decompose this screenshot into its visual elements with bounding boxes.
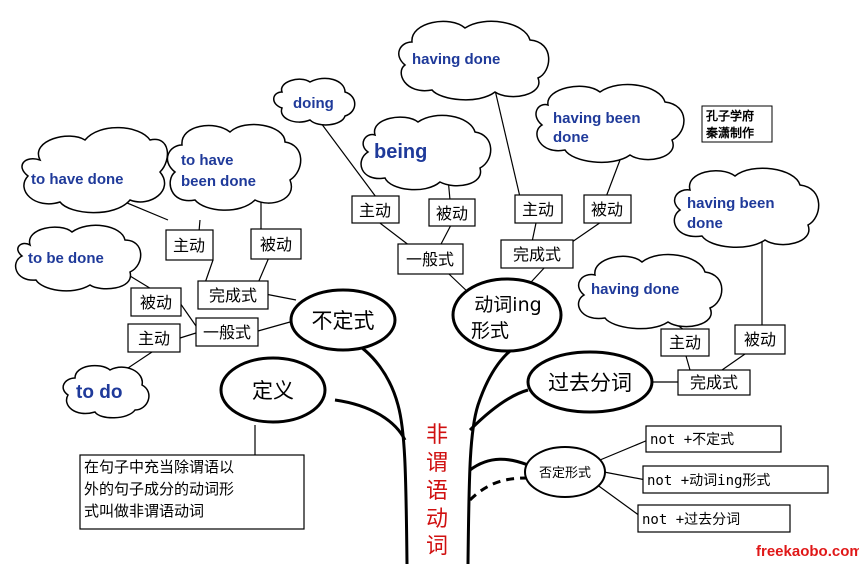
cloud-text: done (687, 215, 723, 232)
label-passive: 被动 (140, 293, 172, 312)
label-active: 主动 (522, 200, 554, 219)
trunk-char: 语 (426, 479, 448, 504)
label-active: 主动 (173, 236, 205, 255)
label-box-texts: 主动 被动 完成式 一般式 被动 主动 主动 被动 一般式 主动 被动 完成式 … (138, 200, 776, 392)
watermark: freekaobo.com (756, 543, 859, 560)
gerund-label: 动词ing (474, 294, 541, 316)
label-passive: 被动 (744, 330, 776, 349)
cloud-having-been-done-top (535, 83, 685, 163)
participle-label: 过去分词 (548, 371, 632, 395)
label-active: 主动 (359, 201, 391, 220)
gerund-label: 形式 (471, 320, 509, 342)
negation-label: 否定形式 (539, 466, 591, 481)
label-simple: 一般式 (203, 323, 251, 342)
cloud-to-have-done (21, 126, 169, 214)
label-active: 主动 (669, 333, 701, 352)
cloud-to-be-done (14, 224, 142, 292)
negation-form: not +不定式 (650, 432, 734, 448)
definition-line: 在句子中充当除谓语以 (84, 458, 234, 476)
cloud-text: to have (181, 152, 234, 169)
label-perfect: 完成式 (690, 373, 738, 392)
label-simple: 一般式 (406, 250, 454, 269)
label-active: 主动 (138, 329, 170, 348)
definition-node (219, 356, 327, 424)
cloud-having-done-top (398, 20, 550, 101)
negation-node (524, 446, 606, 498)
label-perfect: 完成式 (513, 245, 561, 264)
cloud-texts: to have done to have been done to be don… (28, 51, 775, 403)
tree-trunk (334, 338, 529, 564)
label-passive: 被动 (591, 200, 623, 219)
cloud-text: having done (591, 281, 679, 298)
trunk-char: 动 (426, 507, 448, 532)
negation-form: not +过去分词 (642, 512, 740, 528)
cloud-having-been-done-right (673, 167, 820, 248)
definition-label: 定义 (252, 379, 294, 403)
cloud-text: being (374, 141, 427, 163)
cloud-text: done (553, 129, 589, 146)
infinitive-label: 不定式 (312, 309, 375, 333)
definition-line: 式叫做非谓语动词 (84, 502, 204, 520)
trunk-char: 谓 (426, 451, 448, 476)
cloud-text: having been (553, 110, 641, 127)
infinitive-node (289, 288, 397, 352)
cloud-having-done-right (577, 253, 723, 330)
participle-node (526, 350, 654, 414)
label-boxes (127, 194, 786, 396)
trunk-char: 词 (426, 534, 448, 559)
label-passive: 被动 (436, 204, 468, 223)
cloud-text: having been (687, 195, 775, 212)
credit-stamp: 孔子学府 秦潇制作 (701, 105, 773, 143)
credit-line: 孔子学府 (706, 108, 754, 123)
definition-box: 在句子中充当除谓语以 外的句子成分的动词形 式叫做非谓语动词 (79, 454, 305, 530)
cloud-text: to have done (31, 171, 124, 188)
negation-form: not +动词ing形式 (647, 473, 770, 489)
definition-line: 外的句子成分的动词形 (84, 480, 234, 498)
credit-line: 秦潇制作 (705, 125, 754, 140)
negation-forms: not +不定式 not +动词ing形式 not +过去分词 (637, 425, 829, 533)
cloud-to-do (62, 364, 150, 419)
cloud-text: having done (412, 51, 500, 68)
cloud-text: doing (293, 95, 334, 112)
cloud-text: to be done (28, 250, 104, 267)
cloud-to-have-been-done (166, 123, 302, 211)
label-passive: 被动 (260, 235, 292, 254)
cloud-being (360, 114, 492, 191)
label-perfect: 完成式 (209, 286, 257, 305)
clouds (14, 20, 820, 419)
cloud-text: been done (181, 173, 256, 190)
cloud-doing (273, 77, 356, 126)
trunk-label: 非 谓 语 动 词 (426, 423, 448, 559)
trunk-char: 非 (426, 423, 448, 448)
cloud-text: to do (76, 382, 122, 403)
main-nodes (219, 277, 654, 498)
gerund-node (451, 277, 563, 353)
